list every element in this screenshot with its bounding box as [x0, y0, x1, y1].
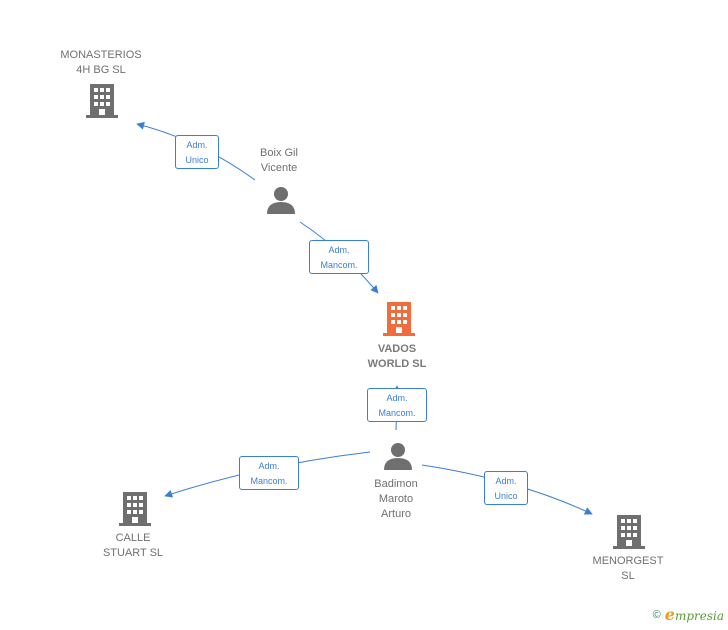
brand-logo[interactable]: empresia: [664, 605, 724, 624]
node-label-monasterios[interactable]: MONASTERIOS 4H BG SL: [60, 49, 142, 76]
footer-brand: © empresia: [653, 605, 724, 624]
building-icon-main: [383, 302, 415, 336]
relation-badge: Adm. Mancom.: [367, 388, 427, 422]
building-icon: [86, 84, 118, 118]
relation-badge: Adm. Unico: [175, 135, 219, 169]
node-label-calle[interactable]: CALLE STUART SL: [102, 532, 164, 559]
node-label-vados[interactable]: VADOS WORLD SL: [367, 343, 427, 370]
relation-badge: Adm. Mancom.: [309, 240, 369, 274]
relation-badge: Adm. Unico: [484, 471, 528, 505]
node-label-boix[interactable]: Boix Gil Vicente: [260, 147, 298, 174]
copyright-symbol: ©: [652, 608, 661, 621]
node-label-menorgest[interactable]: MENORGEST SL: [592, 555, 664, 582]
person-icon: [267, 187, 295, 214]
building-icon: [613, 515, 645, 549]
relation-badge: Adm. Mancom.: [239, 456, 299, 490]
person-icon: [384, 443, 412, 470]
node-label-badimon[interactable]: Badimon Maroto Arturo: [374, 478, 418, 520]
building-icon: [119, 492, 151, 526]
